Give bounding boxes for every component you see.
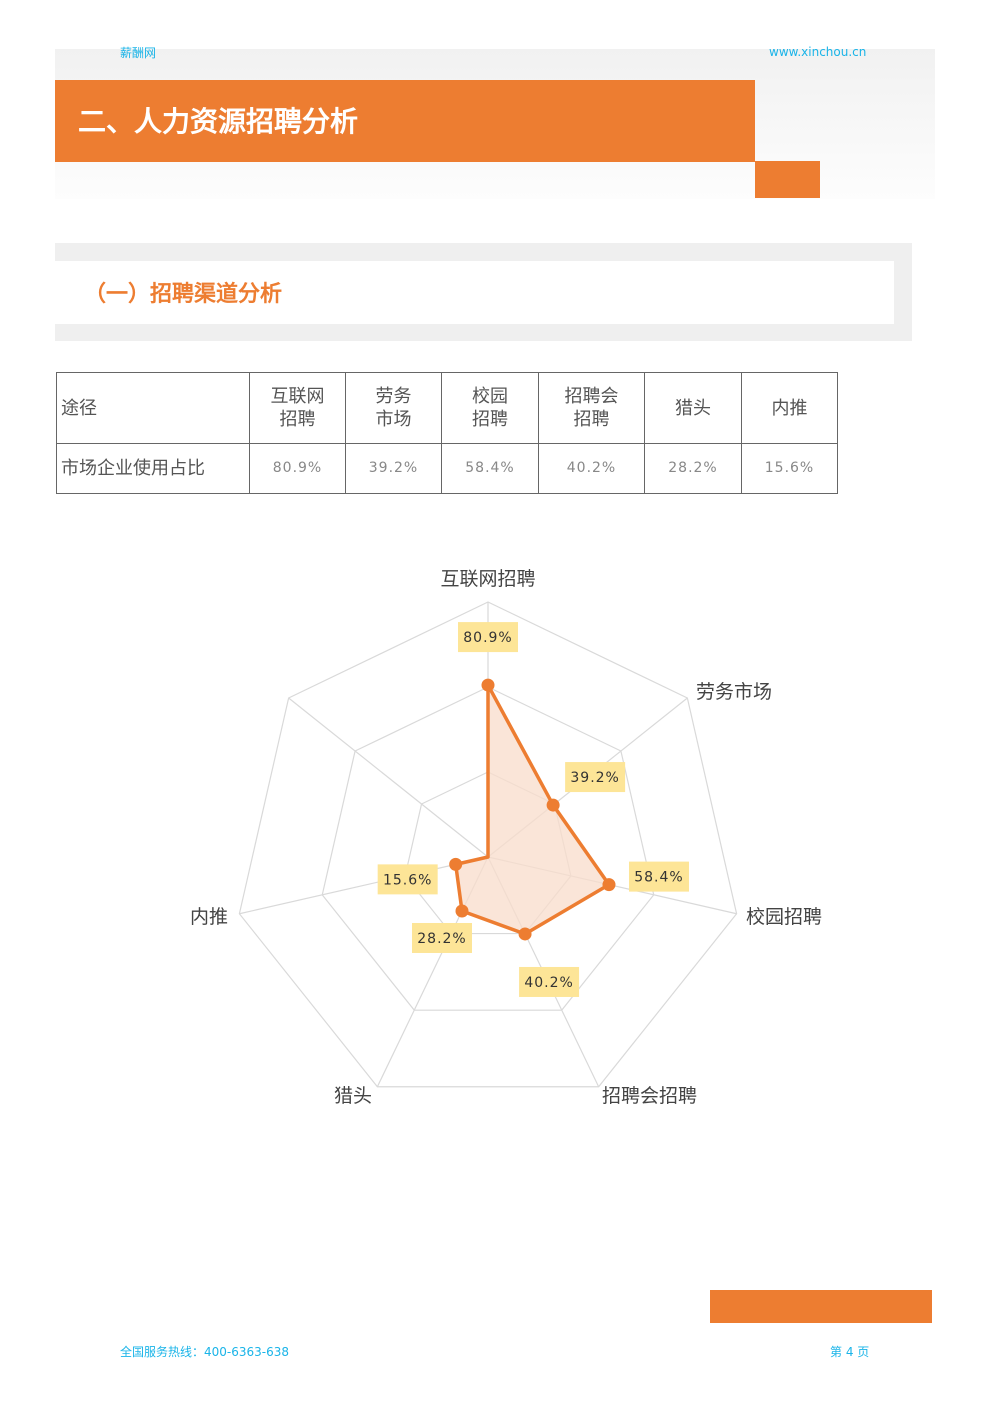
table-cell: 40.2%	[538, 443, 645, 494]
data-label-bg	[519, 966, 580, 997]
footer-bar	[710, 1290, 932, 1323]
page-number: 第 4 页	[830, 1345, 870, 1359]
section-frame-inner	[55, 261, 894, 324]
data-label: 39.2%	[570, 770, 619, 786]
decor-square	[755, 161, 820, 198]
axis-label: 招聘会招聘	[602, 1085, 697, 1107]
data-label: 28.2%	[417, 931, 466, 947]
data-label-bg	[628, 861, 689, 892]
data-label-bg	[565, 762, 626, 793]
data-label-bg	[411, 922, 472, 953]
series-line	[453, 684, 611, 936]
axis-label: 内推	[190, 906, 228, 928]
series-area	[455, 685, 609, 934]
axis-line	[288, 697, 489, 858]
data-point	[602, 878, 616, 892]
column-header: 猎头	[644, 372, 742, 444]
table-cell: 28.2%	[644, 443, 742, 494]
data-point	[518, 927, 532, 941]
column-header: 内推	[741, 372, 838, 444]
section-title: （一）招聘渠道分析	[84, 282, 283, 307]
column-header: 互联网招聘	[249, 372, 346, 444]
data-label: 40.2%	[524, 975, 573, 991]
grid-ring	[321, 686, 655, 1011]
row-header: 市场企业使用占比	[56, 443, 250, 494]
website-link[interactable]: www.xinchou.cn	[769, 45, 867, 59]
row-header: 途径	[56, 372, 250, 444]
table-cell: 39.2%	[345, 443, 442, 494]
table-cell: 80.9%	[249, 443, 346, 494]
data-point	[455, 904, 469, 918]
chapter-title: 二、人力资源招聘分析	[78, 105, 359, 138]
column-header: 校园招聘	[441, 372, 539, 444]
axis-label: 校园招聘	[746, 906, 822, 928]
data-label: 80.9%	[463, 630, 512, 646]
table-cell: 15.6%	[741, 443, 838, 494]
data-point	[546, 798, 560, 812]
data-label-bg	[377, 864, 438, 895]
table-cell: 58.4%	[441, 443, 539, 494]
title-bar	[55, 80, 755, 162]
axis-label: 猎头	[334, 1085, 372, 1107]
axis-line	[239, 856, 489, 915]
data-point	[481, 678, 495, 692]
data-label: 15.6%	[383, 872, 432, 888]
column-header: 招聘会招聘	[538, 372, 645, 444]
data-point	[449, 857, 463, 871]
hotline-text: 全国服务热线：400-6363-638	[120, 1345, 290, 1359]
channel-table: 途径 互联网招聘 劳务市场 校园招聘 招聘会招聘 猎头 内推 市场企业使用占比 …	[56, 372, 838, 494]
brand-text: 薪酬网	[120, 46, 157, 60]
data-label-bg	[458, 622, 518, 653]
grid-ring	[238, 601, 738, 1088]
axis-label: 劳务市场	[696, 681, 772, 703]
data-label: 58.4%	[634, 870, 683, 886]
table-row: 市场企业使用占比 80.9% 39.2% 58.4% 40.2% 28.2% 1…	[56, 443, 838, 494]
axis-label: 互联网招聘	[440, 568, 535, 590]
